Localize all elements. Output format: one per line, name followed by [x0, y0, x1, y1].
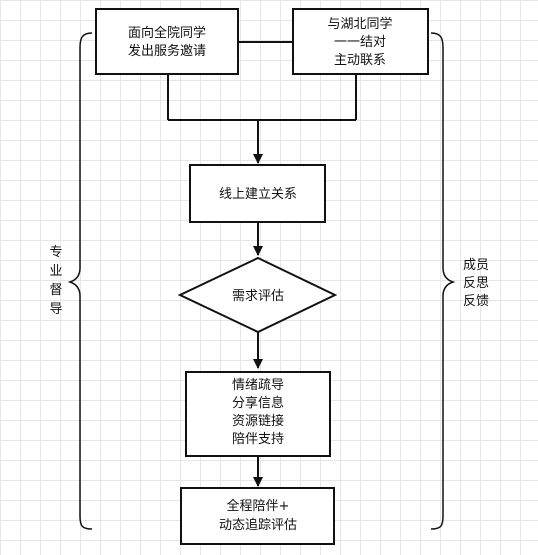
support-line-2: 分享信息 — [232, 395, 284, 411]
left-label-char-3: 督 — [49, 283, 62, 298]
pair-line-2: 一一结对 — [334, 35, 386, 50]
brace-left — [67, 32, 93, 530]
online-label: 线上建立关系 — [219, 187, 297, 202]
invite-line-2: 发出服务邀请 — [128, 43, 206, 59]
support-line-4: 陪伴支持 — [232, 432, 284, 447]
diamond-assess — [177, 256, 338, 334]
box-support — [185, 371, 331, 457]
track-line-2: 动态追踪评估 — [219, 517, 297, 533]
left-label-char-4: 导 — [49, 302, 62, 317]
right-label-line-2: 反思 — [463, 276, 489, 291]
assess-label: 需求评估 — [232, 289, 284, 304]
connectors — [167, 41, 357, 487]
support-line-3: 资源链接 — [232, 413, 284, 429]
invite-line-1: 面向全院同学 — [128, 25, 206, 41]
right-label-line-3: 反馈 — [463, 294, 489, 309]
pair-line-3: 主动联系 — [334, 53, 386, 68]
box-track — [180, 487, 335, 545]
box-pair — [292, 8, 429, 75]
brace-right — [430, 32, 456, 530]
left-label-char-2: 业 — [49, 264, 62, 279]
left-label-char-1: 专 — [49, 245, 62, 260]
track-line-1: 全程陪伴+ — [227, 498, 290, 514]
right-label-line-1: 成员 — [463, 258, 489, 273]
support-line-1: 情绪疏导 — [232, 378, 284, 393]
pair-line-1: 与湖北同学 — [327, 16, 392, 32]
box-invite — [95, 8, 239, 75]
box-online — [189, 164, 326, 223]
